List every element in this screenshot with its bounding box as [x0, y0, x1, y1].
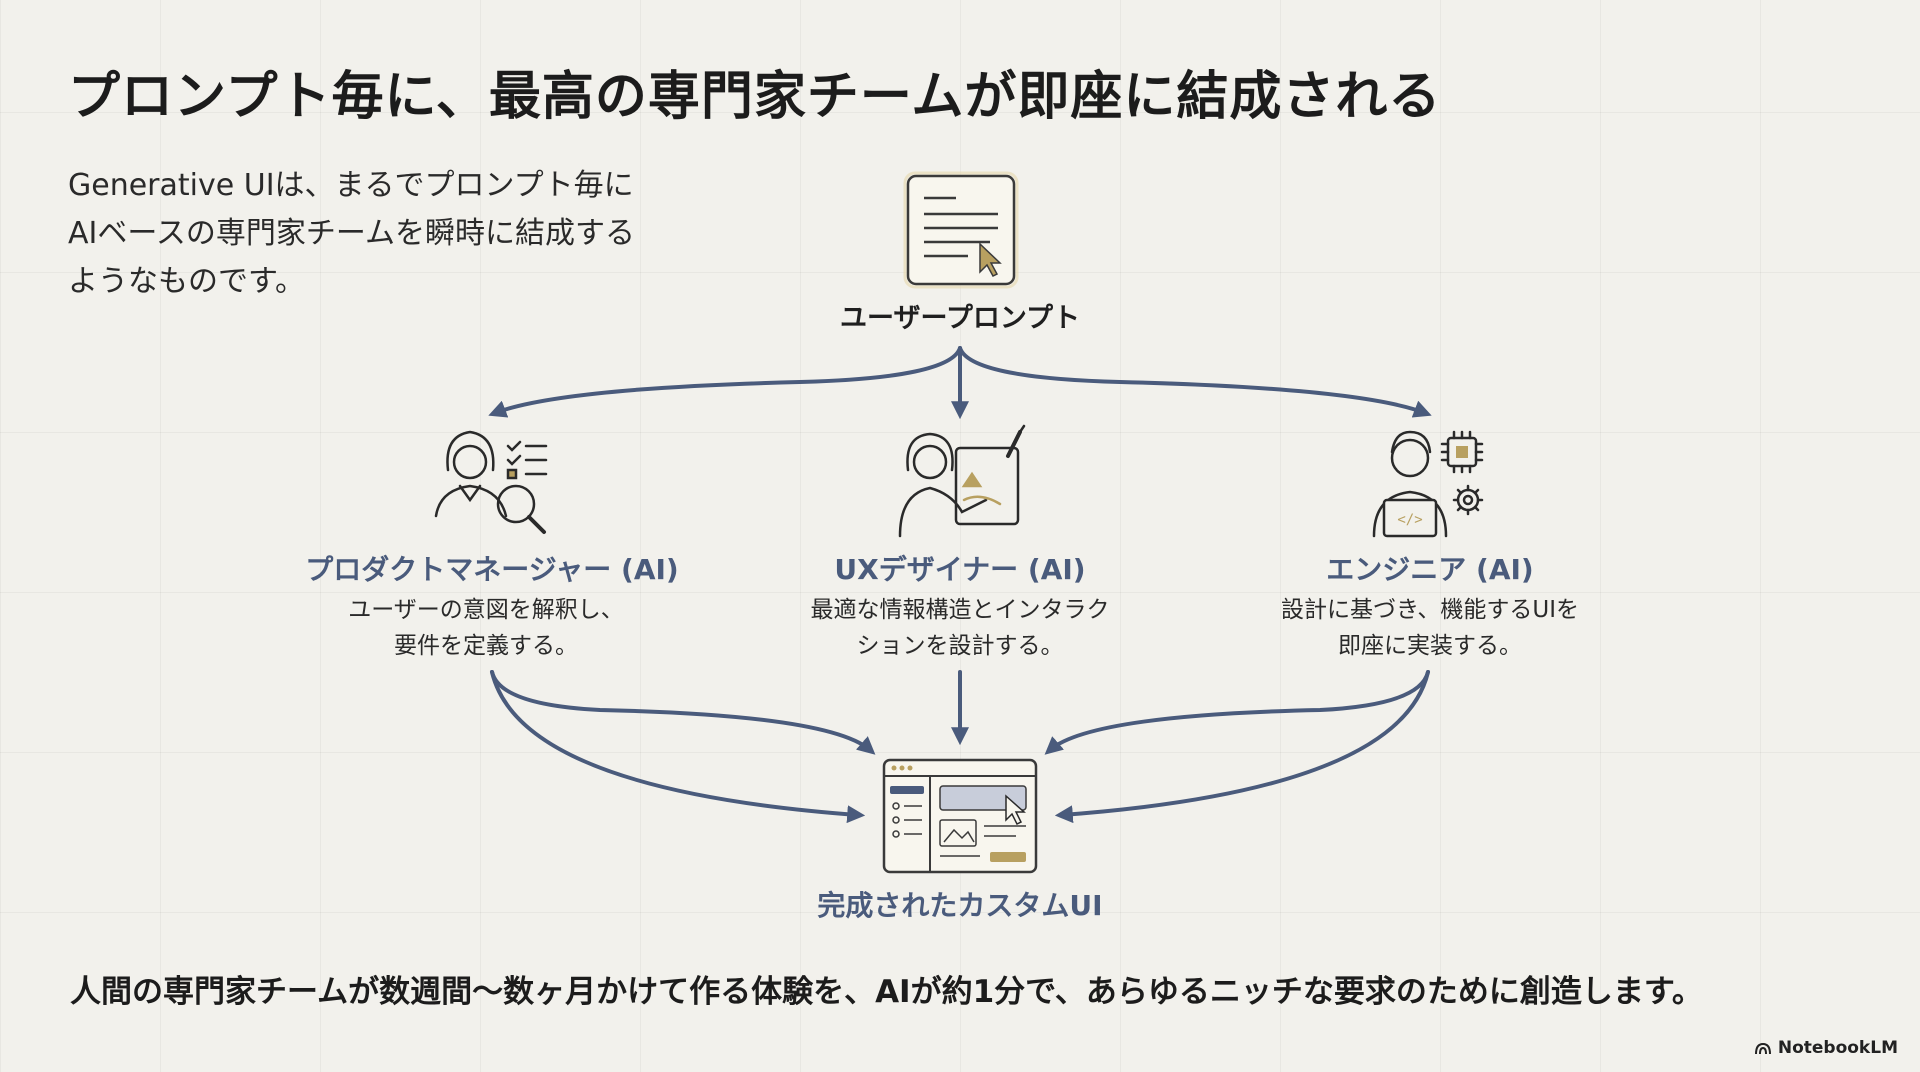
engineer-icon: </> [1372, 430, 1484, 538]
ux-designer-icon [898, 424, 1026, 538]
brand-badge: NotebookLM [1754, 1038, 1898, 1058]
roles-to-result-arrows [490, 670, 1430, 824]
role-title-engineer: エンジニア (AI) [1326, 553, 1534, 586]
role-desc-line: ユーザーの意図を解釈し、 [348, 597, 624, 623]
role-desc-engineer: 設計に基づき、機能するUIを 即座に実装する。 [1281, 592, 1579, 664]
role-title-product-manager: プロダクトマネージャー (AI) [305, 553, 679, 586]
document-cursor-icon [903, 171, 1019, 289]
footer-statement: 人間の専門家チームが数週間〜数ヶ月かけて作る体験を、AIが約1分で、あらゆるニッ… [70, 974, 1703, 1010]
arrow-pm-to-ui-upper [490, 670, 876, 755]
role-desc-product-manager: ユーザーの意図を解釈し、 要件を定義する。 [348, 592, 624, 664]
role-desc-line: 即座に実装する。 [1337, 633, 1522, 659]
arrow-prompt-to-pm [488, 346, 962, 418]
prompt-to-roles-arrows [488, 346, 1432, 420]
arrow-engineer-to-ui-upper [1044, 670, 1430, 755]
role-desc-ux-designer: 最適な情報構造とインタラク ションを設計する。 [811, 592, 1110, 664]
custom-ui-window-icon [882, 758, 1038, 874]
user-prompt-label: ユーザープロンプト [839, 303, 1081, 334]
arrow-engineer-to-ui-lower [1054, 670, 1430, 824]
product-manager-icon [434, 430, 548, 534]
arrow-prompt-to-engineer [958, 346, 1432, 418]
role-desc-line: 最適な情報構造とインタラク [810, 597, 1110, 623]
brand-name: NotebookLM [1777, 1038, 1898, 1058]
intro-line: Generative UIは、まるでプロンプト毎に [68, 168, 634, 203]
role-desc-line: 要件を定義する。 [393, 633, 578, 659]
notebooklm-logo-icon [1754, 1042, 1771, 1055]
svg-text:</>: </> [1397, 512, 1422, 528]
intro-line: ようなものです。 [68, 264, 305, 299]
slide-title: プロンプト毎に、最高の専門家チームが即座に結成される [68, 67, 1442, 127]
role-desc-line: ションを設計する。 [856, 633, 1064, 659]
custom-ui-label: 完成されたカスタムUI [817, 889, 1103, 922]
role-desc-line: 設計に基づき、機能するUIを [1280, 597, 1580, 623]
role-title-ux-designer: UXデザイナー (AI) [834, 553, 1086, 586]
intro-text: Generative UIは、まるでプロンプト毎に AIベースの専門家チームを瞬… [68, 162, 708, 306]
intro-line: AIベースの専門家チームを瞬時に結成する [68, 216, 635, 251]
arrow-pm-to-ui-lower [490, 670, 866, 824]
